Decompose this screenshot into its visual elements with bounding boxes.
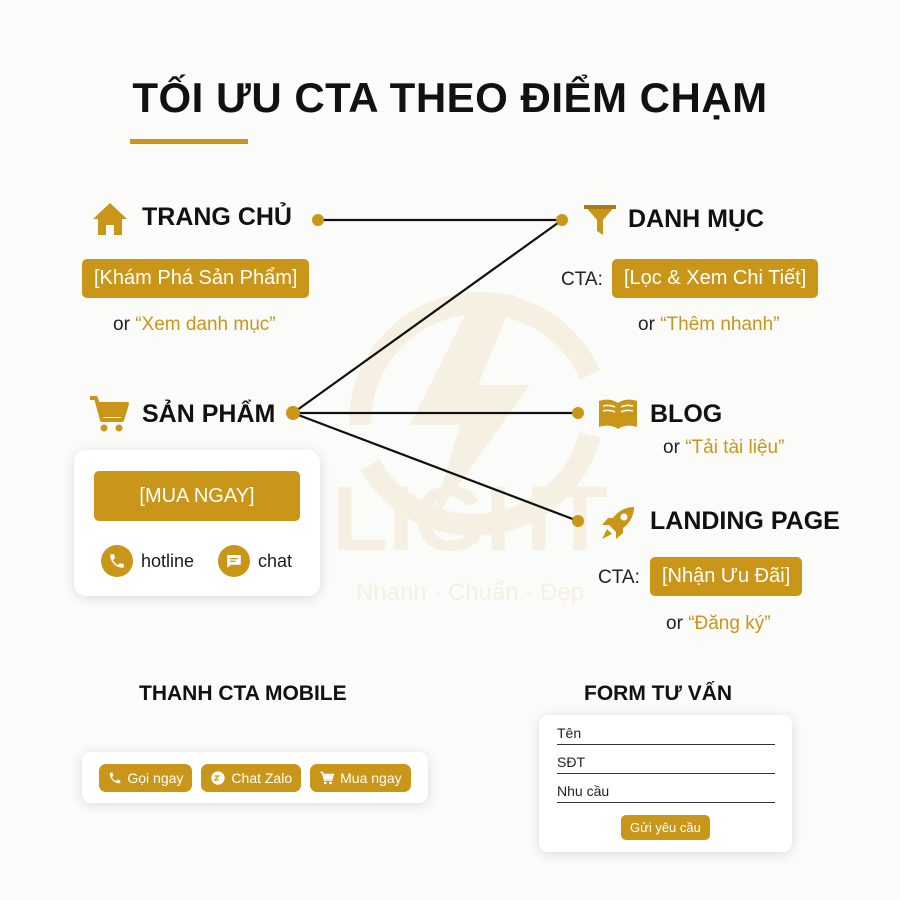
cta-label: CTA: [598, 567, 640, 588]
alt-cta-text[interactable]: “Xem danh mục” [135, 314, 276, 335]
light-logo-watermark: LIGHT Nhanh - Chuẩn - Đẹp [332, 291, 608, 606]
cta-label: CTA: [561, 269, 603, 290]
mobile-bar-title: THANH CTA MOBILE [139, 682, 347, 705]
buy-now-button[interactable]: [MUA NGAY] [94, 471, 300, 521]
or-label: or [663, 437, 680, 458]
home-alt-cta: or “Xem danh mục” [113, 314, 276, 336]
chat-label: chat [258, 550, 293, 571]
cart-icon [90, 396, 129, 432]
need-field[interactable]: Nhu cầu [557, 783, 775, 803]
alt-cta-text[interactable]: “Thêm nhanh” [660, 314, 780, 335]
svg-text:LIGHT: LIGHT [332, 468, 608, 570]
cta-explore-products-button[interactable]: [Khám Phá Sản Phẩm] [82, 259, 310, 298]
cta-filter-details-button[interactable]: [Lọc & Xem Chi Tiết] [612, 259, 819, 298]
book-icon [599, 399, 637, 429]
alt-cta-text[interactable]: “Tải tài liệu” [685, 437, 785, 458]
hotline-label: hotline [141, 550, 195, 571]
alt-cta-text[interactable]: “Đăng ký” [688, 613, 771, 634]
home-icon [93, 203, 127, 235]
node-title-product: SẢN PHẨM [142, 400, 276, 428]
category-alt-cta: or “Thêm nhanh” [638, 314, 780, 336]
funnel-icon [584, 205, 616, 235]
name-field[interactable]: Tên [557, 725, 775, 745]
page-title: TỐI ƯU CTA THEO ĐIỂM CHẠM [132, 74, 768, 121]
phone-field[interactable]: SĐT [557, 754, 775, 774]
node-title-category: DANH MỤC [628, 205, 765, 233]
cta-get-offer-button[interactable]: [Nhận Ưu Đãi] [650, 557, 803, 596]
zalo-icon [211, 770, 226, 785]
submit-request-button[interactable]: Gửi yêu cầu [621, 815, 710, 840]
hotline-link[interactable]: hotline [101, 545, 194, 577]
phone-icon [110, 772, 121, 783]
connector-dot [286, 406, 300, 420]
form-title: FORM TƯ VẤN [584, 682, 733, 705]
or-label: or [113, 314, 130, 335]
connector-dot [556, 214, 568, 226]
node-title-home: TRANG CHỦ [142, 203, 292, 231]
rocket-icon [602, 507, 634, 539]
buy-now-mobile-label: Mua ngay [340, 769, 402, 786]
cart-icon [320, 771, 335, 784]
landing-alt-cta: or “Đăng ký” [666, 613, 771, 635]
call-now-button[interactable]: Gọi ngay [99, 763, 193, 792]
svg-text:Nhanh - Chuẩn - Đẹp: Nhanh - Chuẩn - Đẹp [356, 579, 584, 606]
node-title-blog: BLOG [650, 400, 723, 428]
chat-zalo-button[interactable]: Chat Zalo [201, 763, 302, 792]
mobile-cta-bar: Gọi ngay Chat Zalo Mua ngay [82, 752, 428, 803]
node-title-landing: LANDING PAGE [650, 507, 840, 535]
phone-icon [101, 545, 133, 577]
or-label: or [666, 613, 683, 634]
connector-dot [572, 407, 584, 419]
call-now-label: Gọi ngay [127, 769, 184, 786]
title-underline [130, 139, 248, 144]
chat-bubble-icon [218, 545, 250, 577]
connector-dot [572, 515, 584, 527]
blog-alt-cta: or “Tải tài liệu” [663, 437, 784, 459]
chat-zalo-label: Chat Zalo [231, 769, 293, 786]
buy-now-mobile-button[interactable]: Mua ngay [310, 763, 411, 792]
chat-link[interactable]: chat [218, 545, 292, 577]
connector-dot [312, 214, 324, 226]
or-label: or [638, 314, 655, 335]
